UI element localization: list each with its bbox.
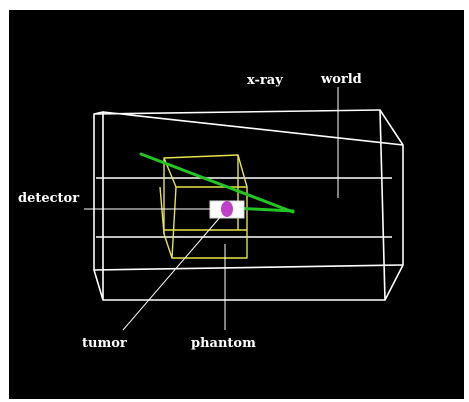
detector-label: detector [18, 191, 79, 206]
world-label: world [320, 72, 362, 87]
tumor-label: tumor [82, 336, 127, 351]
xray-label: x-ray [247, 73, 283, 88]
leader-lines [84, 87, 339, 331]
phantom-label: phantom [191, 336, 256, 351]
tumor-leader [122, 214, 223, 331]
tumor-marker [221, 201, 233, 217]
xray-beam [139, 152, 295, 214]
world-box [93, 109, 404, 301]
